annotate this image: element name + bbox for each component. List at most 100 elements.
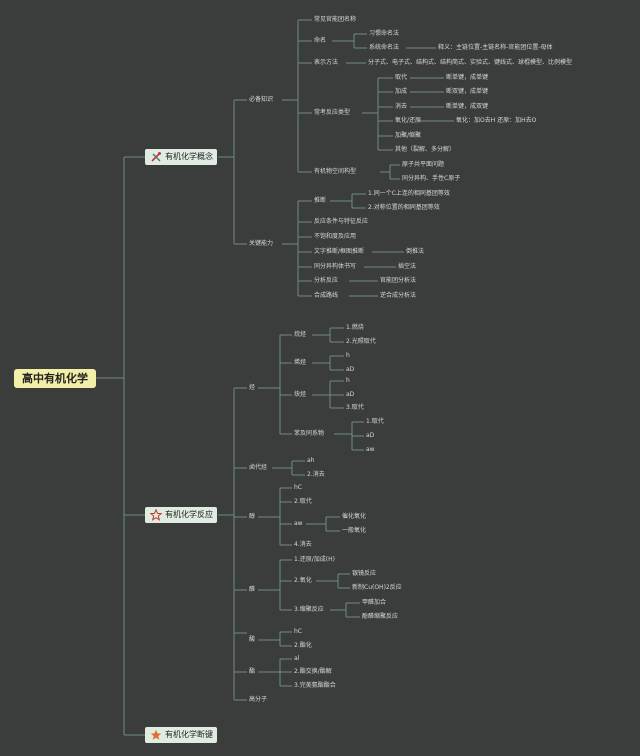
node-systematic-naming[interactable]: 系统命名法 <box>369 44 400 51</box>
node-redox-detail[interactable]: 氧化：加O去H 还原：加H去O <box>456 117 537 124</box>
node-acid[interactable]: 酸 <box>249 636 256 643</box>
node-substitution[interactable]: 取代 <box>395 74 408 81</box>
hub-label: 有机化学概念 <box>165 152 213 161</box>
node-alkene-2[interactable]: aD <box>346 366 355 373</box>
link-acid <box>258 631 292 647</box>
node-phenol-formaldehyde[interactable]: 酚醛缩聚反应 <box>362 613 399 620</box>
node-benzene-2[interactable]: aD <box>366 432 375 439</box>
node-haloalkane-1[interactable]: ah <box>307 457 315 464</box>
node-conditions[interactable]: 反应条件与特征反应 <box>314 218 369 225</box>
hub-label: 有机化学断键 <box>165 730 213 739</box>
link-root-to-hubs <box>96 156 145 736</box>
node-common-naming[interactable]: 习惯命名法 <box>369 30 400 37</box>
node-substitution-detail[interactable]: 断单键，成单键 <box>446 74 489 81</box>
node-redox[interactable]: 氧化/还原 <box>395 117 422 124</box>
node-spatial-structure[interactable]: 有机物空间构型 <box>314 168 357 175</box>
node-alcohol-3[interactable]: aw <box>294 520 303 527</box>
link-inference <box>330 193 366 209</box>
link-reaction-branch <box>218 387 247 701</box>
node-naming-explanation[interactable]: 释义：主链位置-主链名称-官能团位置-母体 <box>438 44 553 51</box>
node-aldehyde-condensation[interactable]: 3.缩聚反应 <box>294 606 324 613</box>
tools-icon <box>151 152 161 162</box>
node-alcohol-2[interactable]: 2.取代 <box>294 498 312 505</box>
node-benzene-3[interactable]: aw <box>366 446 375 453</box>
node-haloalkane[interactable]: 卤代烃 <box>249 464 268 471</box>
node-addition[interactable]: 加成 <box>395 88 408 95</box>
node-inference[interactable]: 推断 <box>314 197 327 204</box>
node-ester-3[interactable]: 3.完美氨酯酯合 <box>294 682 336 689</box>
node-inference-rule-1[interactable]: 1.同一个C上连的相同基团等效 <box>368 190 450 197</box>
node-benzene[interactable]: 苯及同系物 <box>294 430 325 437</box>
link-naming <box>332 33 367 49</box>
link-ester <box>258 658 292 687</box>
node-haloalkane-2[interactable]: 2.消去 <box>307 471 325 478</box>
node-group-analysis[interactable]: 官能团分析法 <box>380 277 417 284</box>
link-reaction-types <box>362 77 393 151</box>
link-aldehyde-condensation <box>330 602 360 618</box>
node-silver-mirror[interactable]: 银镜反应 <box>352 570 377 577</box>
node-acid-2[interactable]: 2.酯化 <box>294 642 312 649</box>
node-alkyne-3[interactable]: 3.取代 <box>346 404 364 411</box>
node-ester-2[interactable]: 2.酯交换/酯解 <box>294 668 332 675</box>
node-synthesis-route[interactable]: 合成路线 <box>314 292 339 299</box>
link-hydrocarbon <box>258 334 292 435</box>
node-elimination-detail[interactable]: 断单键，成双键 <box>446 103 489 110</box>
node-ester[interactable]: 酯 <box>249 668 256 675</box>
node-benzene-1[interactable]: 1.取代 <box>366 418 384 425</box>
root-node[interactable]: 高中有机化学 <box>14 369 96 388</box>
link-reaction-details <box>410 77 454 122</box>
node-general-oxidation[interactable]: 一般氧化 <box>342 527 367 534</box>
node-alkane[interactable]: 烷烃 <box>294 331 307 338</box>
node-alcohol-1[interactable]: hC <box>294 484 302 491</box>
node-coplanar[interactable]: 原子共平面问题 <box>402 161 445 168</box>
link-alkane <box>312 327 344 343</box>
node-backward[interactable]: 倒推法 <box>406 248 425 255</box>
node-aldehyde-reduction[interactable]: 1.还原/加成(H) <box>294 556 335 563</box>
node-alkyne-2[interactable]: aD <box>346 391 355 398</box>
node-alkane-substitution[interactable]: 2.光照取代 <box>346 338 376 345</box>
node-cuoh2-reaction[interactable]: 新制Cu(OH)2反应 <box>352 584 402 591</box>
node-aldehyde[interactable]: 醛 <box>249 586 256 593</box>
node-inference-rule-2[interactable]: 2.对称位置的相同基团等效 <box>368 204 440 211</box>
node-alkyne[interactable]: 炔烃 <box>294 391 307 398</box>
node-elimination[interactable]: 消去 <box>395 103 408 110</box>
node-alcohol[interactable]: 醇 <box>249 513 256 520</box>
link-aldehyde <box>258 559 292 611</box>
node-formaldehyde-addition[interactable]: 甲醛加合 <box>362 599 387 606</box>
link-benzene <box>334 421 364 451</box>
node-reaction-types[interactable]: 常考反应类型 <box>314 109 351 116</box>
link-alcohol <box>258 487 292 546</box>
hub-label: 有机化学反应 <box>165 510 213 519</box>
node-insertion[interactable]: 插空法 <box>398 263 417 270</box>
node-essential-knowledge[interactable]: 必备知识 <box>249 96 274 103</box>
node-retrosynthesis[interactable]: 逆合成分析法 <box>380 292 417 299</box>
node-polymerization[interactable]: 加聚/缩聚 <box>395 132 422 139</box>
node-notation-forms[interactable]: 分子式、电子式、结构式、结构简式、实验式、键线式、球棍模型、比例模型 <box>368 59 573 66</box>
node-addition-detail[interactable]: 断双键，成单键 <box>446 88 489 95</box>
node-notation[interactable]: 表示方法 <box>314 59 339 66</box>
hub-organic-bond-breaking[interactable]: 有机化学断键 <box>145 727 217 743</box>
node-hydrocarbon[interactable]: 烃 <box>249 384 256 391</box>
hub-organic-reactions[interactable]: 有机化学反应 <box>145 507 217 523</box>
node-aldehyde-oxidation[interactable]: 2.氧化 <box>294 577 312 584</box>
node-alkene[interactable]: 烯烃 <box>294 359 307 366</box>
node-polymer[interactable]: 高分子 <box>249 696 268 703</box>
link-alkyne <box>312 380 344 409</box>
node-alkane-combustion[interactable]: 1.燃烧 <box>346 324 364 331</box>
node-alkyne-1[interactable]: h <box>346 377 350 384</box>
node-key-abilities[interactable]: 关键能力 <box>249 240 274 247</box>
node-alcohol-4[interactable]: 4.消去 <box>294 541 312 548</box>
node-catalytic-oxidation[interactable]: 催化氧化 <box>342 513 367 520</box>
node-other-reactions[interactable]: 其他（裂解、多分解） <box>395 146 456 153</box>
node-alkene-1[interactable]: h <box>346 352 350 359</box>
node-isomer-writing[interactable]: 同分异构体书写 <box>314 263 357 270</box>
hub-organic-concepts[interactable]: 有机化学概念 <box>145 149 217 165</box>
node-unsaturation[interactable]: 不饱和度及应用 <box>314 233 357 240</box>
node-naming[interactable]: 命名 <box>314 37 327 44</box>
node-text-inference[interactable]: 文字推断/框图推断 <box>314 248 365 255</box>
node-functional-groups[interactable]: 常见官能团名称 <box>314 16 357 23</box>
node-analyze-reaction[interactable]: 分析反应 <box>314 277 339 284</box>
node-ester-1[interactable]: al <box>294 655 300 662</box>
node-acid-1[interactable]: hC <box>294 628 302 635</box>
node-isomer-chiral[interactable]: 同分异构、手性C原子 <box>402 175 461 182</box>
